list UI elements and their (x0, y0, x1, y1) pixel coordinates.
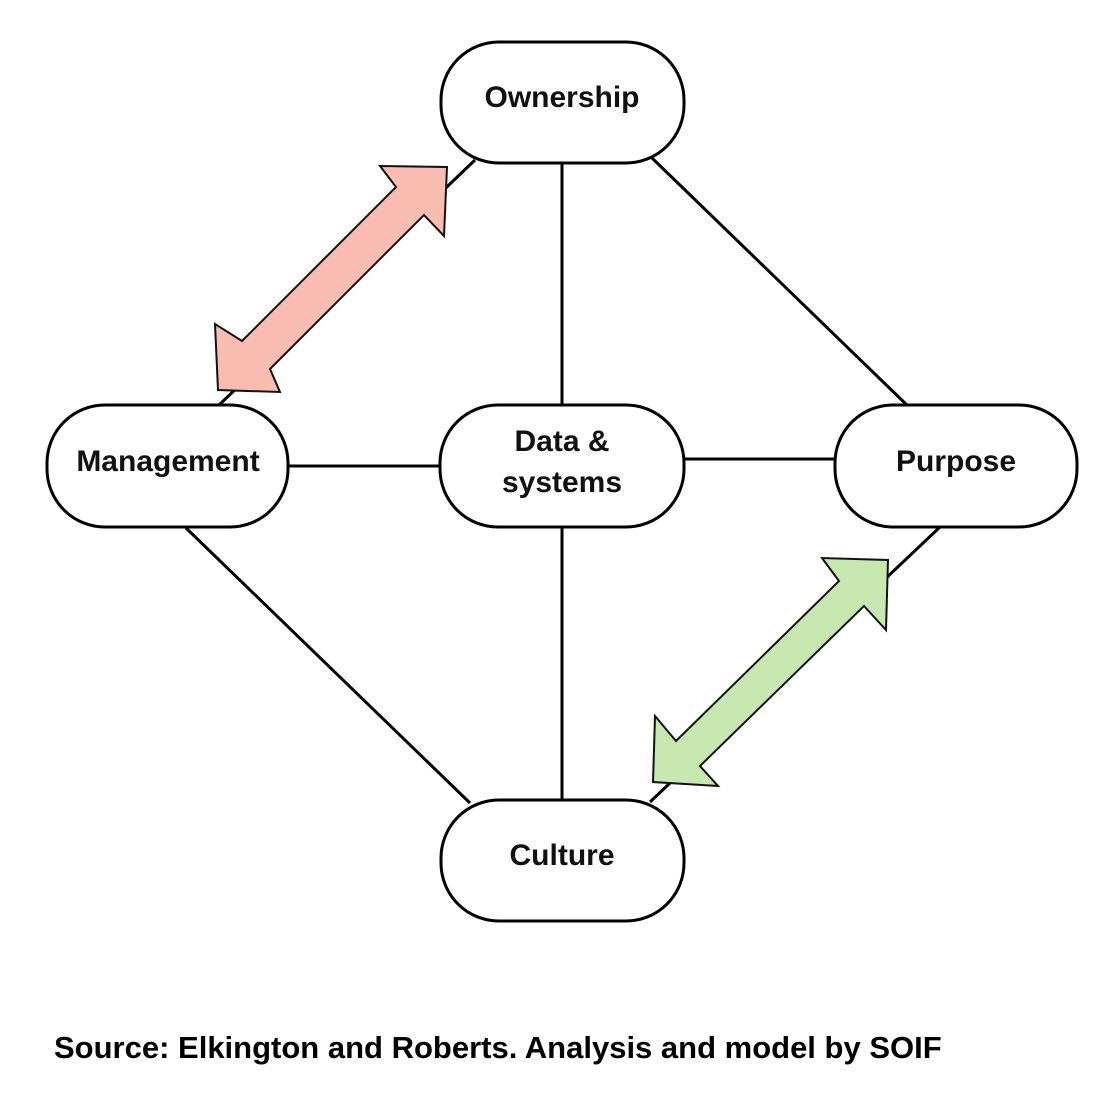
node-purpose-label: Purpose (896, 445, 1016, 478)
double-arrow-culture-purpose (651, 556, 890, 788)
node-management: Management (45, 403, 290, 529)
node-data-systems: Data & systems (438, 403, 686, 529)
node-management-label: Management (76, 445, 259, 478)
node-ownership-label: Ownership (484, 81, 639, 114)
double-arrow-management-ownership (213, 164, 449, 394)
connector-ownership-purpose (650, 156, 912, 410)
node-culture: Culture (439, 798, 686, 923)
node-data-systems-label-line2: systems (502, 466, 622, 499)
connector-management-culture (184, 526, 472, 805)
node-data-systems-label-line1: Data & (514, 425, 609, 458)
node-culture-label: Culture (510, 839, 615, 872)
source-caption: Source: Elkington and Roberts. Analysis … (54, 1030, 942, 1065)
node-ownership: Ownership (439, 40, 686, 165)
node-purpose: Purpose (833, 403, 1079, 529)
